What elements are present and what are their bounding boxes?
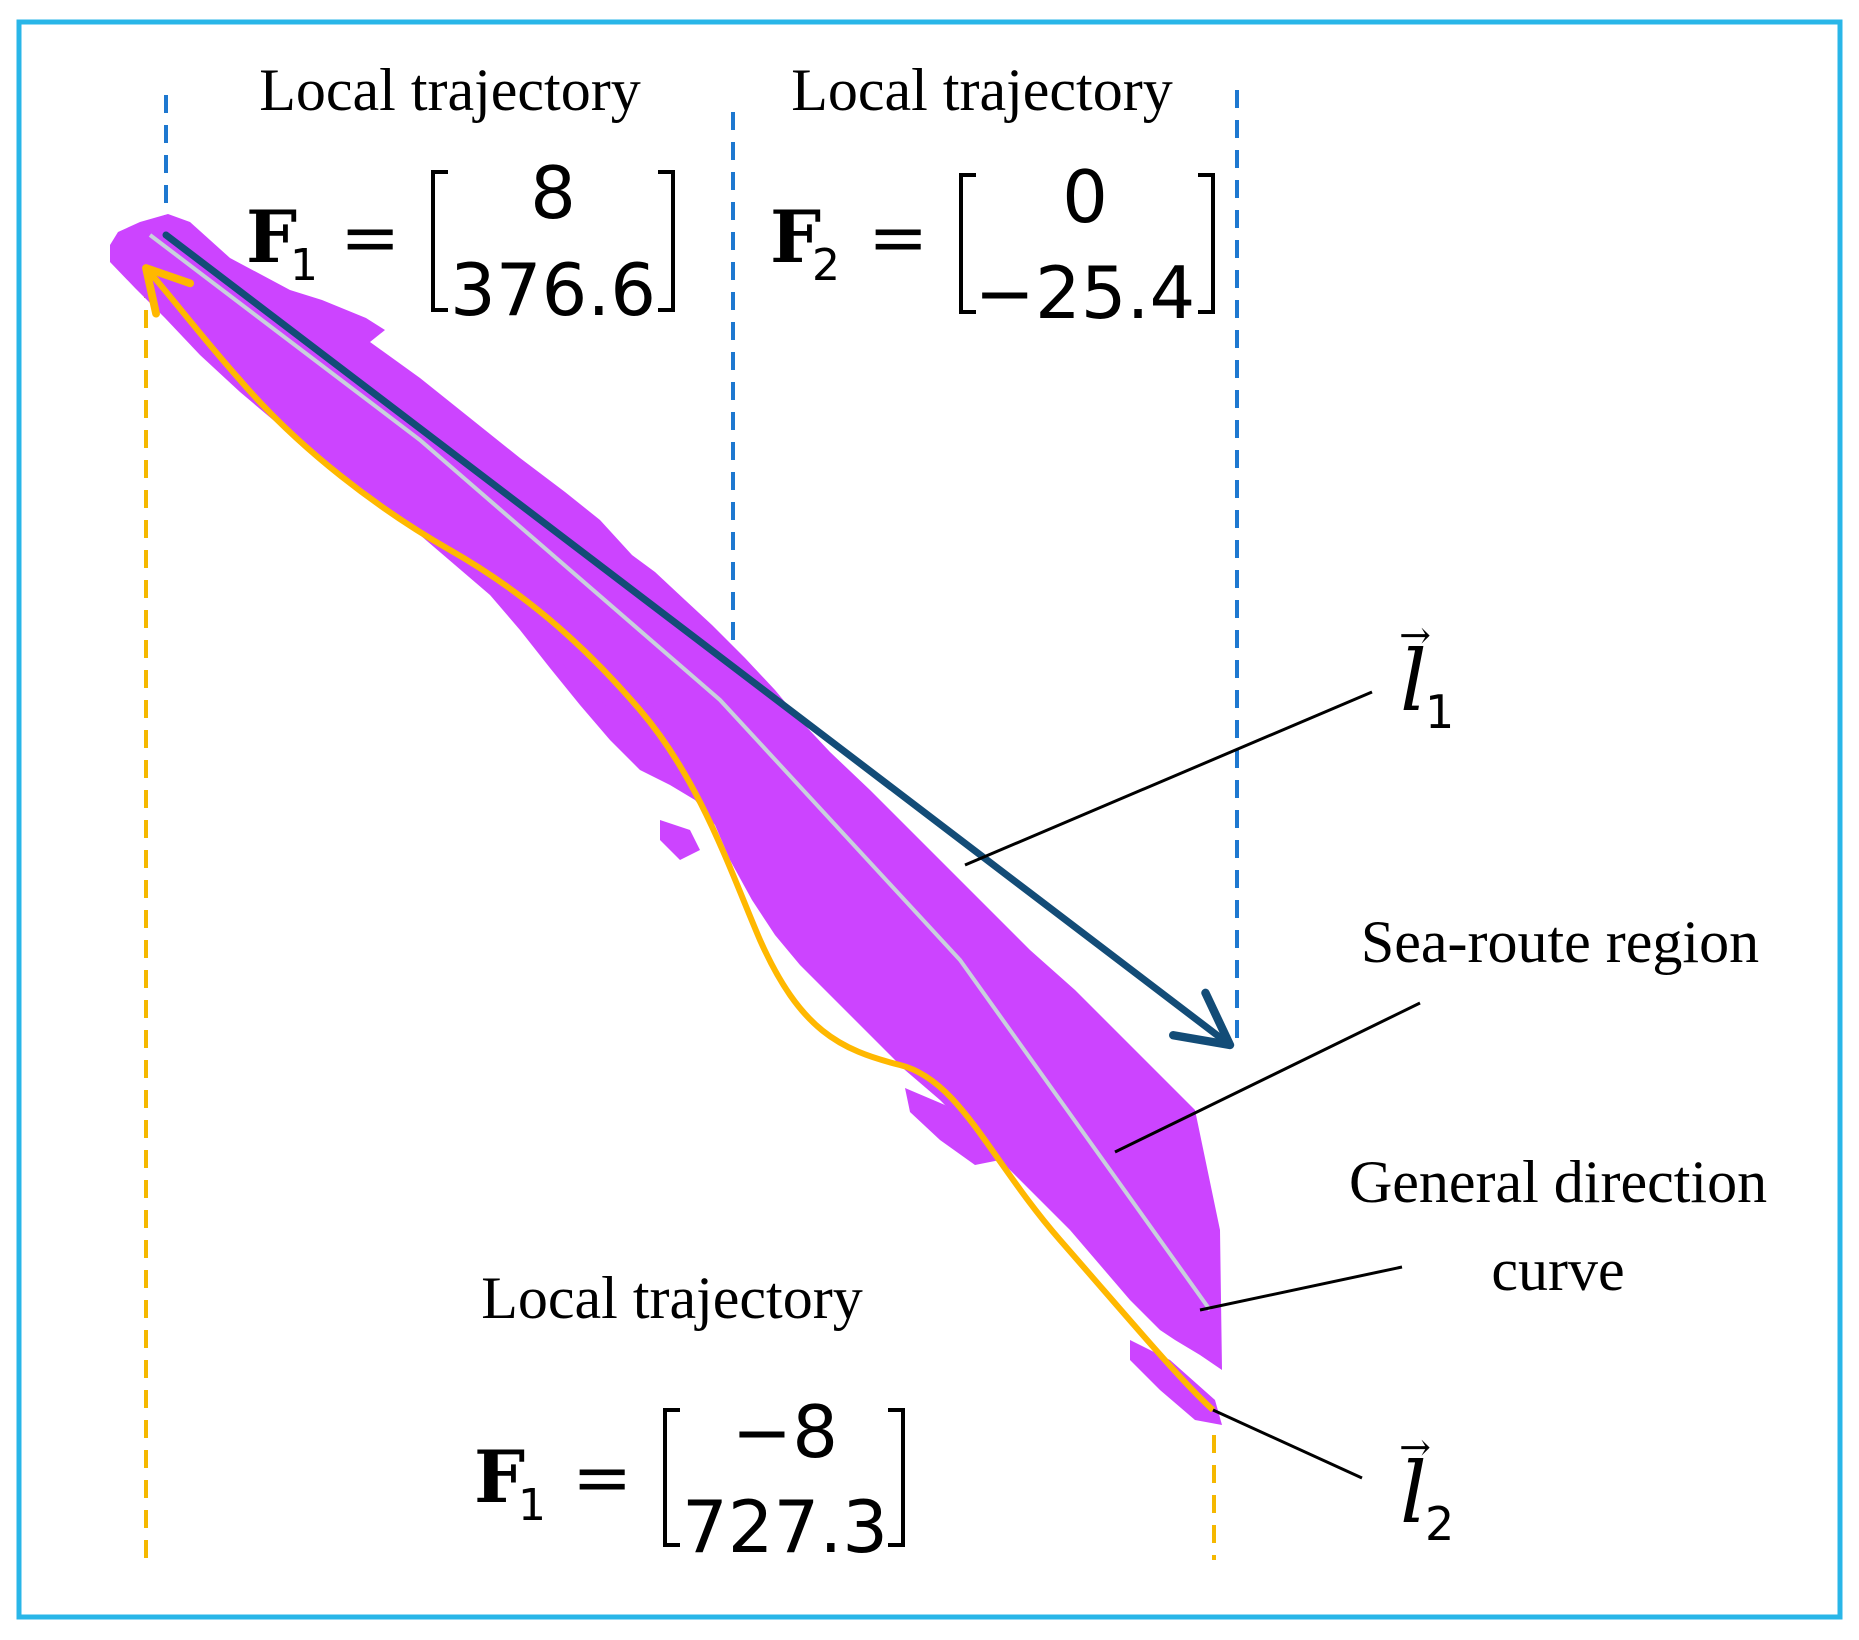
- leader-l2: [1212, 1408, 1363, 1480]
- outer-frame: [16, 19, 1843, 1620]
- sea-route-region: [110, 214, 1222, 1425]
- eq3-bracket-left: [663, 1408, 680, 1547]
- local-trajectory-label-3: Local trajectory: [481, 1265, 862, 1331]
- eq3-bottom-value: 727.3: [682, 1485, 888, 1569]
- eq1-bracket-right: [658, 170, 675, 312]
- vector-l2-curve: [142, 264, 1216, 1413]
- eq2-bracket-right: [1198, 173, 1215, 314]
- eq2-bracket-left: [959, 173, 976, 314]
- equation-f1-top: F 1 = 8 376.6: [246, 151, 675, 332]
- general-direction-label-line1: General direction: [1349, 1149, 1767, 1215]
- equation-f2: F 2 = 0 −25.4: [770, 155, 1215, 335]
- l1-symbol: l: [1400, 632, 1427, 730]
- eq1-subscript: 1: [290, 240, 318, 291]
- eq2-bottom-value: −25.4: [975, 251, 1196, 335]
- vector-l1-arrow: [162, 231, 1235, 1050]
- eq3-top-value: −8: [732, 1390, 838, 1474]
- general-direction-curve: [148, 233, 1212, 1312]
- eq2-top-value: 0: [1062, 155, 1108, 239]
- l2-symbol: l: [1400, 1444, 1427, 1542]
- eq2-subscript: 2: [812, 240, 840, 291]
- eq1-top-value: 8: [530, 151, 576, 235]
- l2-arrow-accent: →: [1399, 1425, 1431, 1469]
- equation-f1-bottom: F 1 = −8 727.3: [474, 1390, 905, 1569]
- eq1-symbol: F: [246, 194, 297, 279]
- leader-general-direction: [1199, 1265, 1403, 1312]
- eq3-equals: =: [572, 1435, 632, 1519]
- general-direction-label-line2: curve: [1491, 1237, 1624, 1303]
- eq1-bracket-left: [431, 170, 448, 312]
- eq3-subscript: 1: [518, 1480, 546, 1531]
- eq2-equals: =: [868, 195, 928, 279]
- leader-l1: [964, 690, 1373, 867]
- local-trajectory-label-2: Local trajectory: [791, 57, 1172, 123]
- vector-l1-label: → l 1: [1399, 613, 1454, 739]
- local-trajectory-label-1: Local trajectory: [259, 57, 640, 123]
- eq3-bracket-right: [888, 1408, 905, 1547]
- eq1-bottom-value: 376.6: [450, 248, 656, 332]
- vector-l2-label: → l 2: [1399, 1425, 1454, 1551]
- eq1-equals: =: [340, 195, 400, 279]
- leader-sea-route: [1114, 1001, 1421, 1154]
- l1-arrow-accent: →: [1399, 613, 1431, 657]
- eq2-symbol: F: [770, 194, 821, 279]
- eq3-symbol: F: [474, 1434, 525, 1519]
- l1-subscript: 1: [1425, 685, 1454, 739]
- sea-route-region-label: Sea-route region: [1361, 909, 1759, 975]
- l2-subscript: 2: [1425, 1497, 1454, 1551]
